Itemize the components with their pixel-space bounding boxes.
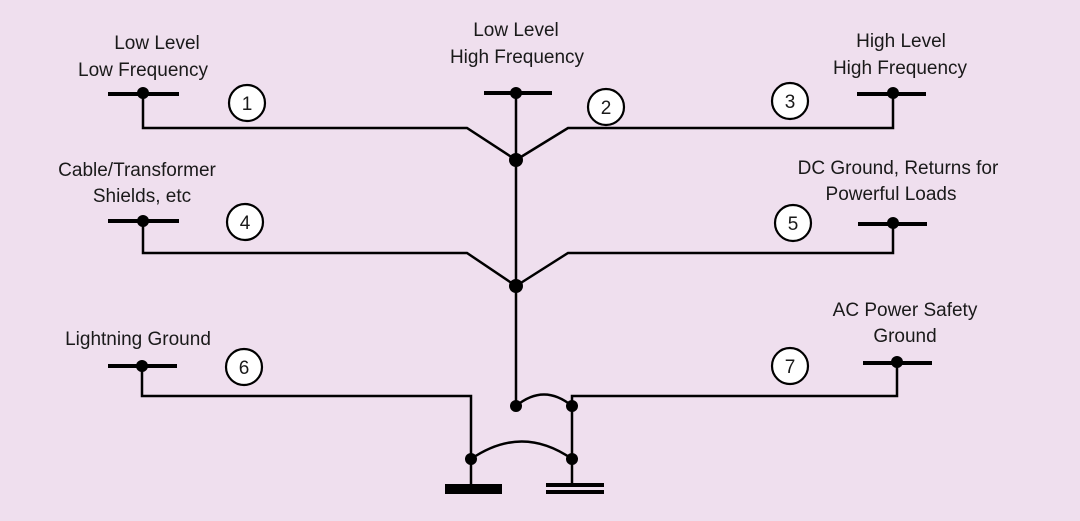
label-low-level-high-frequency-2: High Frequency [450, 47, 585, 68]
ground-bar-right-lower [546, 490, 604, 494]
node-dot [891, 356, 903, 368]
label-cable-shields-2: Shields, etc [93, 186, 191, 207]
wire-3 [515, 93, 895, 162]
node-dot [887, 87, 899, 99]
node-dot [509, 153, 523, 167]
number-badge-7: 7 [770, 346, 810, 386]
label-cable-shields-1: Cable/Transformer [58, 160, 216, 181]
number-badge-1: 1 [227, 83, 267, 123]
wire-4 [141, 220, 517, 288]
node-dot [137, 215, 149, 227]
ground-bar-left [445, 484, 502, 494]
label-low-level-low-frequency-1: Low Level [114, 33, 200, 54]
svg-text:2: 2 [601, 98, 612, 119]
wire-5 [515, 223, 895, 288]
node-dot [465, 453, 477, 465]
node-dot [887, 217, 899, 229]
svg-text:1: 1 [242, 94, 253, 115]
label-ac-power-safety-2: Ground [873, 326, 936, 347]
svg-text:6: 6 [239, 358, 250, 379]
svg-text:7: 7 [785, 357, 796, 378]
node-dot [566, 453, 578, 465]
label-low-level-low-frequency-2: Low Frequency [78, 60, 208, 81]
node-dot [510, 400, 522, 412]
label-high-level-high-frequency-1: High Level [856, 31, 946, 52]
number-badge-4: 4 [225, 202, 265, 242]
wire-1 [141, 93, 517, 162]
number-badge-3: 3 [770, 81, 810, 121]
jumper-lower [470, 440, 573, 461]
number-badge-5: 5 [773, 203, 813, 243]
wire-7 [570, 362, 899, 459]
node-dot [510, 87, 522, 99]
label-ac-power-safety-1: AC Power Safety [833, 300, 978, 321]
jumper-upper [515, 393, 573, 407]
svg-text:3: 3 [785, 92, 796, 113]
node-dot [509, 279, 523, 293]
svg-text:5: 5 [788, 214, 799, 235]
label-high-level-high-frequency-2: High Frequency [833, 58, 968, 79]
node-dot [566, 400, 578, 412]
number-badge-2: 2 [586, 87, 626, 127]
node-dot [137, 87, 149, 99]
label-dc-ground-2: Powerful Loads [826, 184, 957, 205]
label-lightning-ground: Lightning Ground [65, 329, 211, 350]
svg-text:4: 4 [240, 213, 251, 234]
ground-bar-right [546, 483, 604, 487]
label-dc-ground-1: DC Ground, Returns for [798, 158, 999, 179]
wire-6 [140, 366, 473, 459]
number-badge-6: 6 [224, 347, 264, 387]
node-dot [136, 360, 148, 372]
label-low-level-high-frequency-1: Low Level [473, 20, 559, 41]
